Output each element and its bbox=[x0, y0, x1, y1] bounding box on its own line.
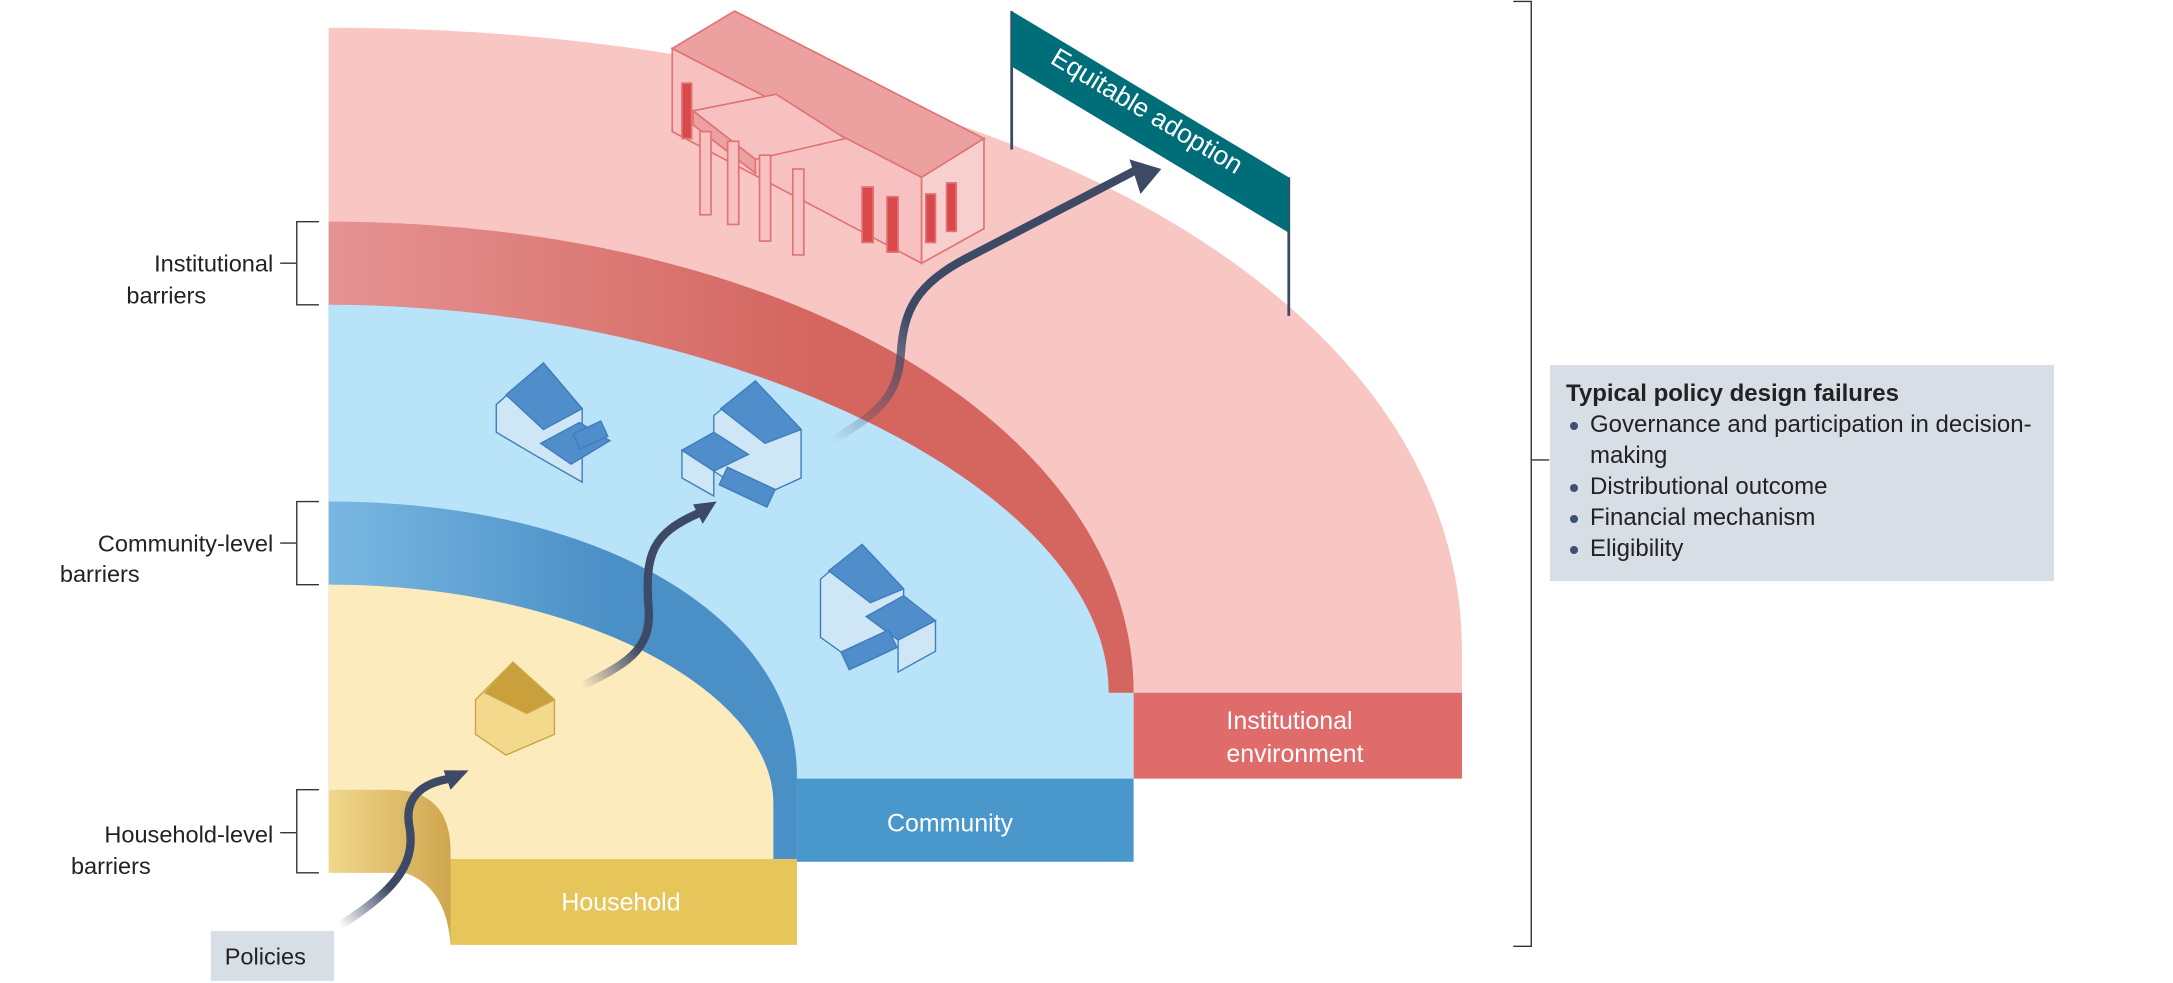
household-barrier-band bbox=[328, 789, 451, 945]
progress-arrow bbox=[337, 162, 1146, 930]
arrowhead-icon bbox=[1129, 159, 1162, 194]
list-item: Distributional outcome bbox=[1566, 471, 2038, 502]
community-barriers-label: Community-level bbox=[98, 530, 273, 556]
household-barriers-label-2: barriers bbox=[71, 853, 151, 879]
arrowhead-icon bbox=[693, 501, 717, 524]
institutional-barriers-label: Institutional bbox=[154, 251, 273, 277]
policies-box bbox=[210, 931, 335, 981]
household-box bbox=[450, 858, 797, 945]
house-with-car-icon bbox=[680, 380, 803, 508]
institutional-box-label-2: environment bbox=[1226, 740, 1363, 768]
list-item: Eligibility bbox=[1566, 533, 2038, 564]
household-barriers-label: Household-level bbox=[104, 821, 273, 847]
community-barriers-label-2: barriers bbox=[60, 561, 140, 587]
policies-label: Policies bbox=[225, 943, 306, 969]
equitable-adoption-label: Equitable adoption bbox=[1046, 42, 1248, 180]
institutional-barriers-label-2: barriers bbox=[126, 282, 206, 308]
bracket bbox=[280, 0, 1550, 947]
institutional-box-label: Institutional bbox=[1226, 707, 1352, 735]
equitable-adoption-banner bbox=[1011, 11, 1289, 233]
institutional-environment-box bbox=[1133, 692, 1462, 779]
household-box-label: Household bbox=[561, 888, 680, 916]
institution-building-icon bbox=[670, 10, 986, 265]
list-item: Governance and participation in decision… bbox=[1566, 409, 2038, 471]
community-box bbox=[796, 778, 1134, 862]
failure-list: Governance and participation in decision… bbox=[1566, 409, 2038, 564]
community-box-label: Community bbox=[887, 809, 1014, 837]
policy-design-failures-panel: Typical policy design failures Governanc… bbox=[1550, 365, 2054, 581]
house-with-car-icon bbox=[819, 543, 937, 674]
panel-title: Typical policy design failures bbox=[1566, 380, 1899, 407]
arrowhead-icon bbox=[443, 770, 469, 790]
list-item: Financial mechanism bbox=[1566, 502, 2038, 533]
household-house-icon bbox=[474, 661, 556, 756]
house-with-car-icon bbox=[495, 362, 612, 484]
